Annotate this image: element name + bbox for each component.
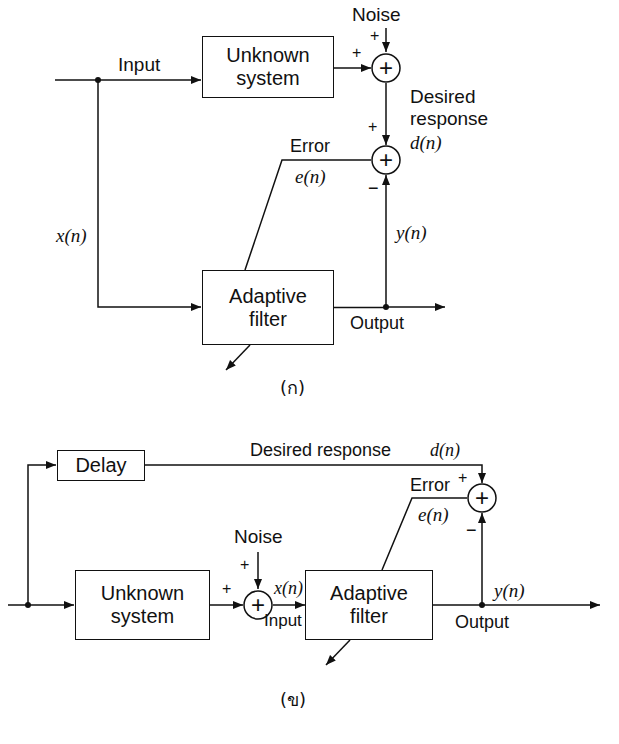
input-wire [55,79,201,81]
signal-name: x(n) [56,225,87,247]
figure-tag: (ก) [280,378,305,399]
output-wire [386,306,445,308]
junction-dot [95,77,101,83]
figure-tag: (ข) [280,690,306,711]
system-box: Unknown system [202,36,334,98]
node-text: Delay [75,454,126,477]
node-text: + [475,486,489,510]
signal-connector [433,513,482,605]
system-box: Unknown system [75,570,210,640]
signal-label: + [222,580,231,598]
system-box: Delay [57,450,145,481]
signal-label: + [458,469,467,487]
signal-connector [334,175,386,308]
signal-label: − [368,178,379,199]
signal-label: + [352,44,361,62]
input-wire [8,604,74,606]
node-text: Unknown system [83,582,202,628]
noise-wire [385,28,387,52]
signal-connector [334,67,371,69]
signal-connector [273,604,305,606]
summing-junction: + [467,483,497,513]
signal-label: + [368,118,377,136]
signal-name: x(n) [274,578,303,599]
system-box: Adaptive filter [202,270,334,345]
junction-circle [372,146,400,174]
node-text: + [379,56,393,80]
adaptation-arrow [326,640,350,665]
junction-circle [468,484,496,512]
junction-circle [372,54,400,82]
input-wire [28,465,56,605]
summing-junction: + [371,145,401,175]
signal-label: Output [350,313,404,334]
signal-label: Output [455,612,509,633]
noise-wire [257,552,259,589]
summing-junction: + [371,53,401,83]
signal-name: e(n) [418,504,449,526]
signal-label: Error [410,475,450,496]
signal-label: Input [264,611,302,631]
node-text: Adaptive filter [313,582,425,628]
signal-connector [385,83,387,145]
signal-label: Noise [234,526,283,548]
signal-name: y(n) [494,580,525,602]
signal-label: Error [290,136,330,157]
node-text: + [251,593,265,617]
node-text: + [379,148,393,172]
signal-label: + [370,27,379,45]
signal-name: d(n) [410,132,442,154]
signal-label: Noise [352,4,401,26]
signal-label: Input [118,54,160,76]
adaptation-arrow [226,345,250,370]
node-text: Adaptive filter [210,285,326,331]
signal-label: − [466,520,477,541]
output-wire [482,604,600,606]
signal-name: y(n) [396,222,427,244]
signal-name: e(n) [295,166,326,188]
signal-name: d(n) [430,440,460,461]
signal-connector [245,160,371,270]
signal-label: Desired response [410,86,510,130]
node-text: Unknown system [210,44,326,90]
junction-dot [25,602,31,608]
signal-connector [210,604,243,606]
input-wire [98,80,201,307]
signal-label: + [240,556,249,574]
signal-label: Desired response [250,440,391,461]
signal-connector [382,498,467,570]
system-box: Adaptive filter [305,570,433,640]
